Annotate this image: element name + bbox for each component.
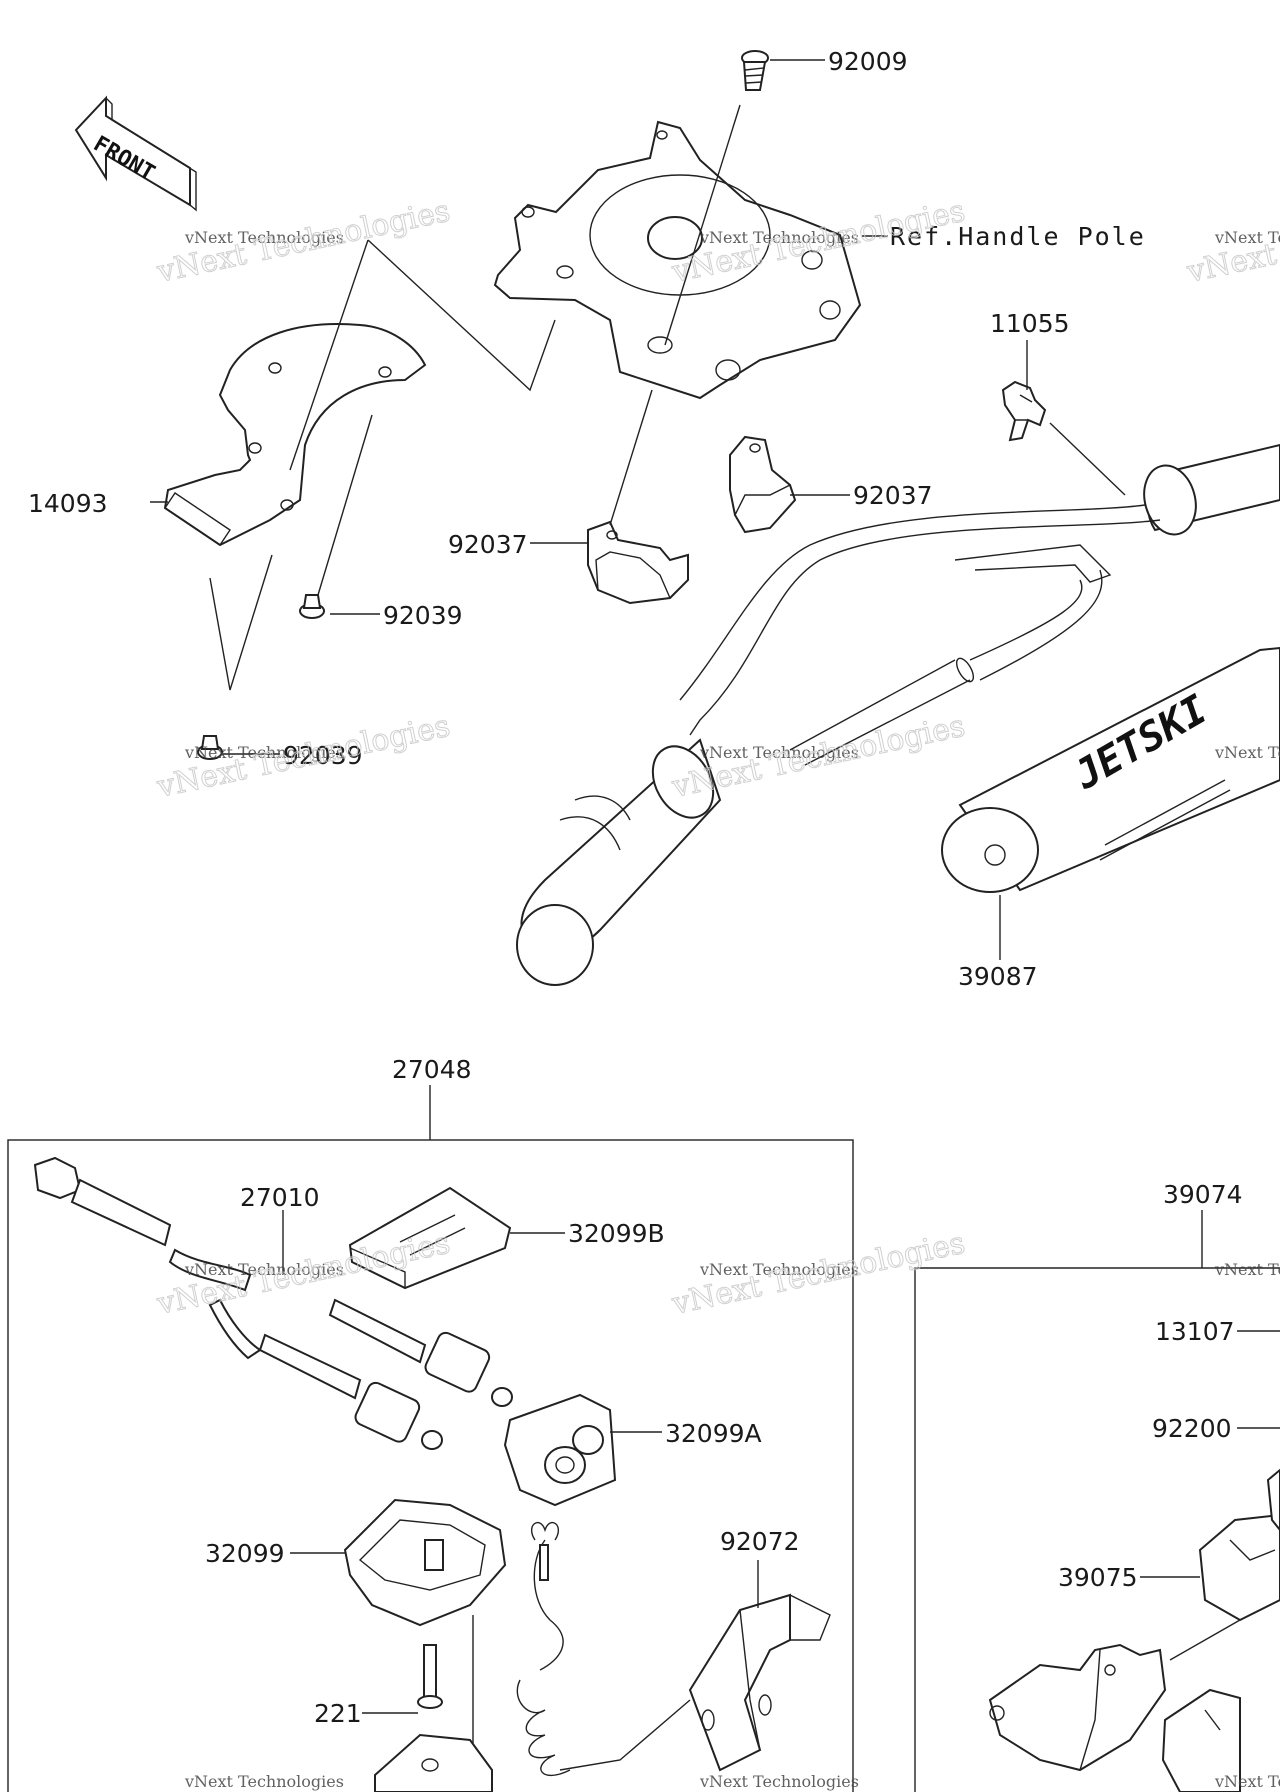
part-39075 [1198,1468,1280,1622]
svg-text:vNext Technologies: vNext Technologies [184,1260,344,1279]
clip-11055 [1001,380,1047,442]
callout-92072: 92072 [720,1527,800,1556]
lanyard-92072 [516,1521,831,1776]
kit-box-39074 [914,1210,1280,1792]
switch-base [374,1733,493,1792]
housing-32099A [503,1393,617,1507]
svg-text:vNext Technologies: vNext Technologies [1214,743,1280,762]
bracket-assembly-39074 [988,1619,1241,1792]
svg-text:vNext Technologies: vNext Technologies [1214,1260,1280,1279]
svg-text:vNext Technologies: vNext Technologies [699,1772,859,1791]
watermark: vNext Technologies vNext Technologies vN… [153,193,1280,1791]
clamp-92037-right [729,435,797,534]
screw-92039-b [197,735,223,760]
svg-text:vNext Technologies: vNext Technologies [699,228,859,247]
callout-11055: 11055 [990,309,1070,338]
callout-14093: 14093 [28,489,108,518]
handle-pole-plate [493,120,862,400]
front-arrow-icon: FRONT [74,95,197,212]
callout-32099B: 32099B [568,1219,665,1248]
callout-92039-b: 92039 [283,741,363,770]
svg-text:vNext Technologies: vNext Technologies [1214,228,1280,247]
kit-box-27048 [7,1085,854,1792]
handlebar [516,443,1280,986]
bolt-92009 [741,50,769,91]
svg-text:vNext Technologies: vNext Technologies [699,743,859,762]
callout-39075: 39075 [1058,1563,1138,1592]
bracket-14093 [163,323,427,547]
callout-92039-a: 92039 [383,601,463,630]
callout-32099: 32099 [205,1539,285,1568]
leader-lines-top [150,59,1126,960]
callout-13107: 13107 [1155,1317,1235,1346]
svg-text:vNext Technologies: vNext Technologies [184,1772,344,1791]
callout-39074: 39074 [1163,1180,1243,1209]
callout-27010: 27010 [240,1183,320,1212]
callout-32099A: 32099A [665,1419,762,1448]
callout-39087: 39087 [958,962,1038,991]
cover-32099B [348,1186,512,1290]
screw-92039-a [299,594,325,619]
clamp-92037-left [587,520,689,605]
svg-text:vNext Technologies: vNext Technologies [184,228,344,247]
callout-221: 221 [314,1699,362,1728]
wire-harness-27010 [33,1156,513,1450]
callout-92037-left: 92037 [448,530,528,559]
callout-27048: 27048 [392,1055,472,1084]
switch-body-32099 [343,1498,507,1627]
svg-text:vNext Technologies: vNext Technologies [184,743,344,762]
svg-text:vNext Technologies: vNext Technologies [699,1260,859,1279]
screw-221 [417,1644,443,1709]
callout-92037-right: 92037 [853,481,933,510]
callout-ref-handle-pole: Ref.Handle Pole [890,222,1146,251]
callout-92009: 92009 [828,47,908,76]
callout-92200: 92200 [1152,1414,1232,1443]
svg-text:vNext Technologies: vNext Technologies [1214,1772,1280,1791]
grip-pad-39087: JETSKI [941,646,1280,893]
